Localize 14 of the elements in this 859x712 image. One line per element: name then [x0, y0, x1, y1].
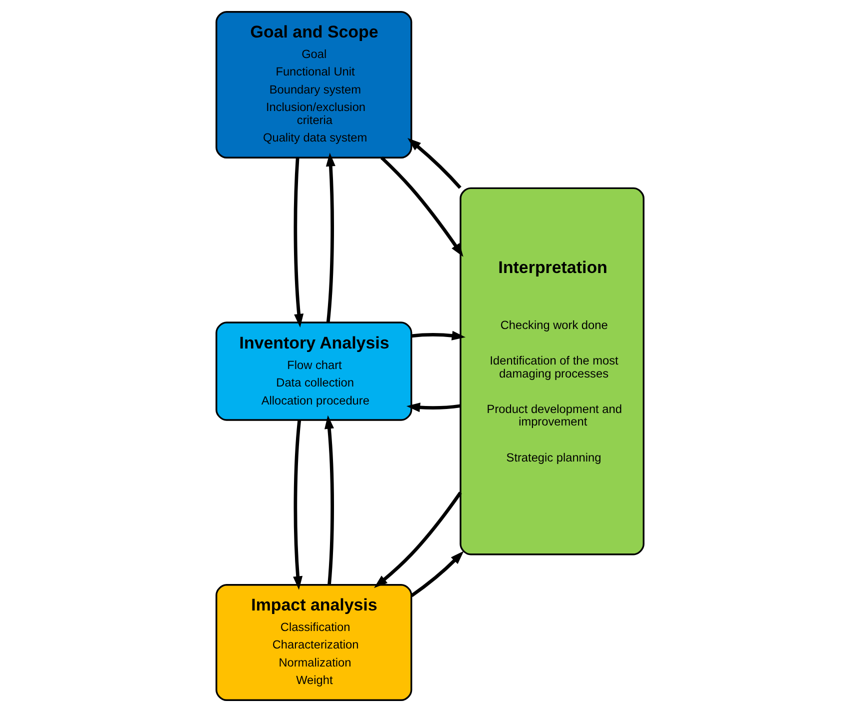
- arrow: [324, 415, 334, 585]
- arrow: [325, 152, 335, 323]
- arrow: [410, 550, 464, 598]
- arrow: [373, 492, 462, 588]
- arrow: [410, 330, 465, 340]
- arrow: [380, 156, 463, 257]
- arrow: [406, 402, 460, 412]
- node-box: Interpretation Checking work done Identification of the most damaging processes Product development and improvement Strategic planning: [459, 187, 644, 556]
- arrow: [293, 158, 304, 328]
- node-box: Inventory Analysis Flow chart Data collection Allocation procedure: [215, 322, 412, 421]
- arrow: [406, 138, 461, 189]
- node-box: Impact analysis Classification Characterization Normalization Weight: [215, 584, 412, 701]
- arrow: [292, 420, 302, 590]
- node-box: Goal and Scope Goal Functional Unit Boundary system Inclusion/exclusion criteria Quality data system: [215, 11, 412, 158]
